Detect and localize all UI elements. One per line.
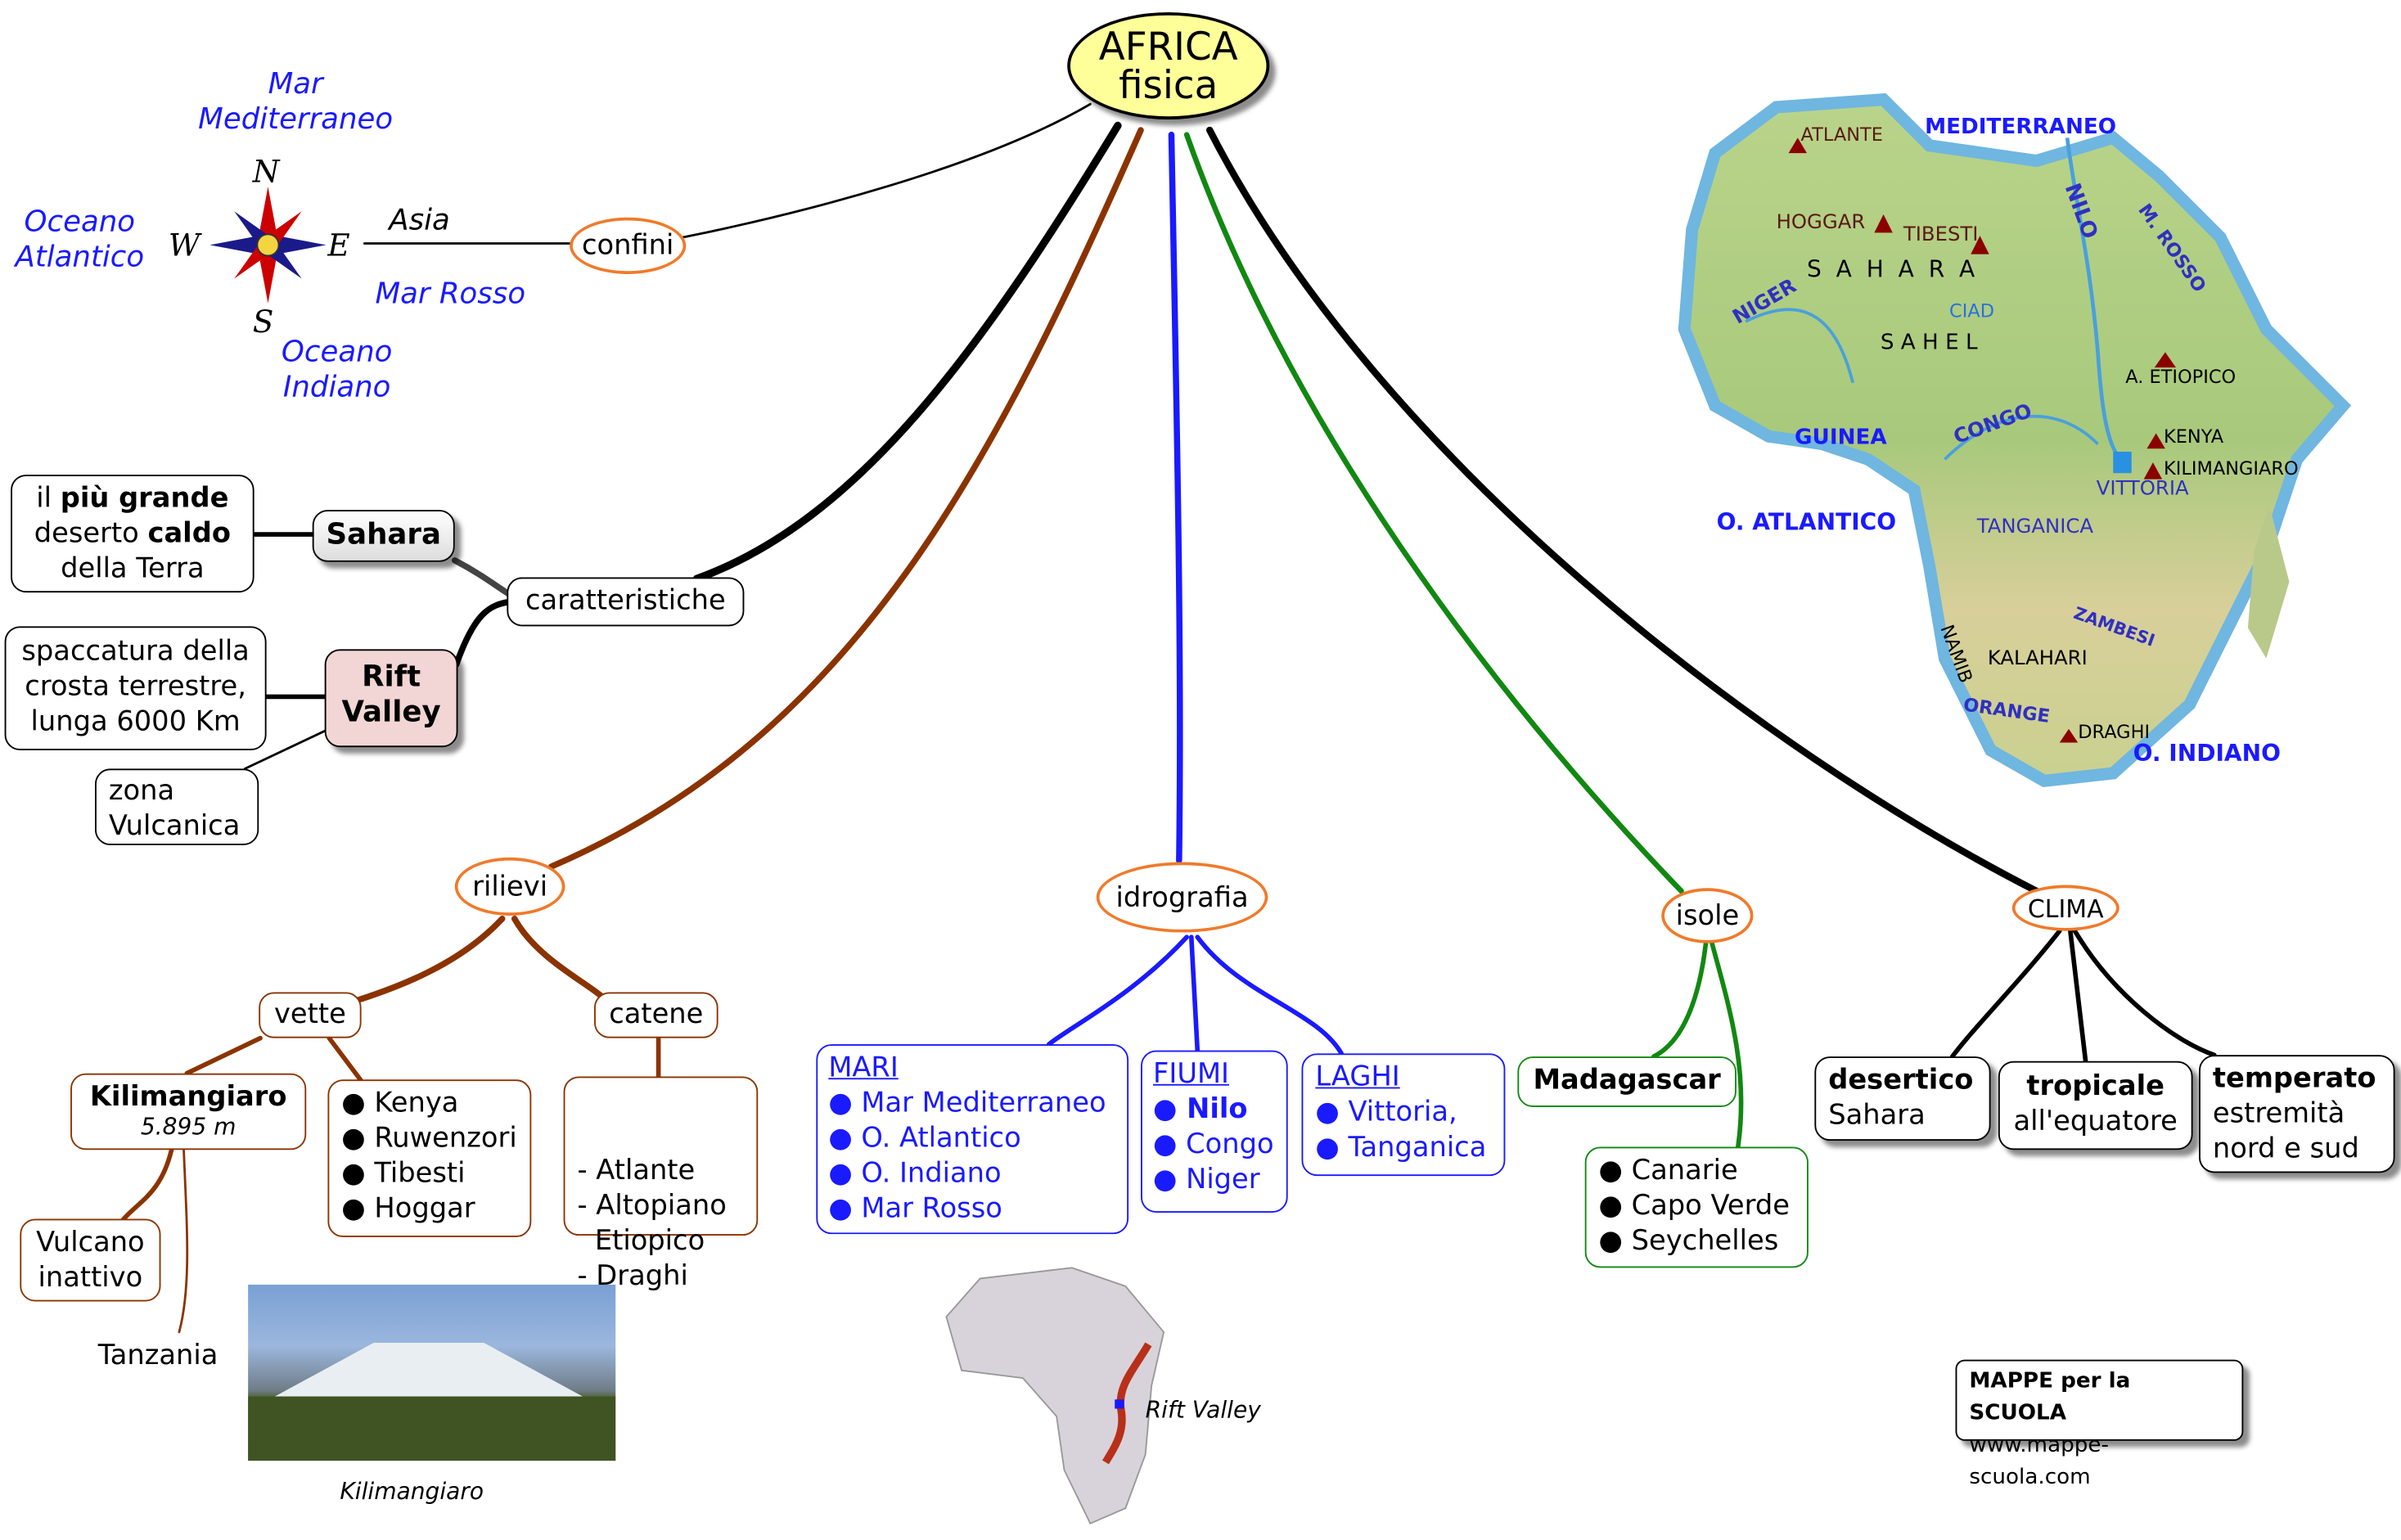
photo-caption: Kilimangiaro <box>340 1477 484 1506</box>
sahara-description: il più grande deserto caldo della Terra <box>11 475 255 593</box>
node-label: rilievi <box>472 870 548 903</box>
kilimangiaro-height: 5.895 m <box>140 1113 236 1141</box>
node-label: caratteristiche <box>525 584 726 618</box>
map-label-sahara: S A H A R A <box>1807 255 1975 284</box>
node-label: vette <box>274 998 346 1031</box>
map-label-kenya: KENYA <box>2164 426 2224 448</box>
line-isole <box>1183 132 1684 894</box>
node-label: idrografia <box>1115 880 1249 914</box>
brand-title: MAPPE per la SCUOLA <box>1969 1368 2131 1426</box>
label-asia: Asia <box>389 203 450 238</box>
map-label-kilimangiaro: KILIMANGIARO <box>2164 457 2299 480</box>
compass-east-label: E <box>327 226 350 263</box>
map-label-mediterraneo: MEDITERRANEO <box>1925 115 2117 140</box>
node-madagascar[interactable]: Madagascar <box>1517 1056 1737 1107</box>
line-rilievi <box>547 127 1144 870</box>
root-node-africa-fisica[interactable]: AFRICA fisica <box>1067 11 1270 119</box>
map-label-tibesti: TIBESTI <box>1903 223 1979 247</box>
label-tanzania: Tanzania <box>97 1340 218 1372</box>
compass-south-label: S <box>252 303 274 340</box>
map-label-ciad: CIAD <box>1949 299 1995 322</box>
map-label-indiano: O. INDIANO <box>2133 739 2282 768</box>
node-idrografia[interactable]: idrografia <box>1096 862 1268 933</box>
line-clima <box>1206 126 2040 895</box>
kilimangiaro-photo <box>248 1284 616 1461</box>
node-label: CLIMA <box>2027 893 2104 923</box>
node-vette[interactable]: vette <box>259 992 362 1038</box>
node-label: confini <box>581 229 674 262</box>
map-label-etiopico: A. ETIOPICO <box>2125 366 2237 388</box>
rift-valley-label: Rift Valley <box>1145 1396 1261 1425</box>
line-caratteristiche <box>692 121 1122 583</box>
node-rilievi[interactable]: rilievi <box>454 857 565 916</box>
node-confini[interactable]: confini <box>570 217 687 274</box>
brand-box: MAPPE per la SCUOLA www.mappe-scuola.com <box>1955 1359 2244 1490</box>
line-confini <box>682 102 1092 239</box>
node-caratteristiche[interactable]: caratteristiche <box>507 577 745 627</box>
map-label-kalahari: KALAHARI <box>1987 647 2088 671</box>
map-label-draghi: DRAGHI <box>2078 721 2151 743</box>
brand-url[interactable]: www.mappe-scuola.com <box>1969 1433 2109 1490</box>
root-subtitle: fisica <box>1119 62 1219 107</box>
node-label: Sahara <box>326 517 441 552</box>
label-mar-rosso: Mar Rosso <box>375 277 526 311</box>
line-idrografia <box>1168 131 1183 864</box>
node-label: catene <box>609 998 704 1031</box>
map-label-hoggar: HOGGAR <box>1776 211 1866 235</box>
kilimangiaro-title: Kilimangiaro <box>89 1081 287 1114</box>
line-rift <box>453 598 513 668</box>
node-label: isole <box>1675 899 1740 932</box>
node-isole[interactable]: isole <box>1661 888 1754 943</box>
vette-list: ● Kenya● Ruwenzori● Tibesti● Hoggar <box>327 1079 532 1237</box>
mari-box: MARI ● Mar Mediterraneo● O. Atlantico● O… <box>816 1044 1129 1235</box>
laghi-box: LAGHI ● Vittoria,● Tanganica <box>1301 1053 1506 1177</box>
node-sahara[interactable]: Sahara <box>312 510 455 562</box>
isole-list: ● Canarie● Capo Verde● Seychelles <box>1584 1146 1809 1268</box>
map-label-vittoria: VITTORIA <box>2096 477 2189 501</box>
fiumi-box: FIUMI ● Nilo● Congo● Niger <box>1141 1050 1288 1213</box>
compass-north-label: N <box>252 153 280 191</box>
root-title: AFRICA <box>1098 24 1238 70</box>
catene-list: - Atlante- Altopiano Etiopico- Draghi <box>563 1076 759 1292</box>
map-label-guinea: GUINEA <box>1795 426 1887 451</box>
node-catene[interactable]: catene <box>594 992 718 1038</box>
node-label: Madagascar <box>1533 1064 1721 1096</box>
map-label-atlantico: O. ATLANTICO <box>1716 508 1897 536</box>
map-label-tanganica: TANGANICA <box>1976 516 2094 539</box>
compass-west-label: W <box>168 226 200 263</box>
map-label-sahel: S A H E L <box>1880 331 1978 356</box>
map-label-atlante: ATLANTE <box>1800 124 1883 146</box>
node-clima[interactable]: CLIMA <box>2011 885 2119 931</box>
